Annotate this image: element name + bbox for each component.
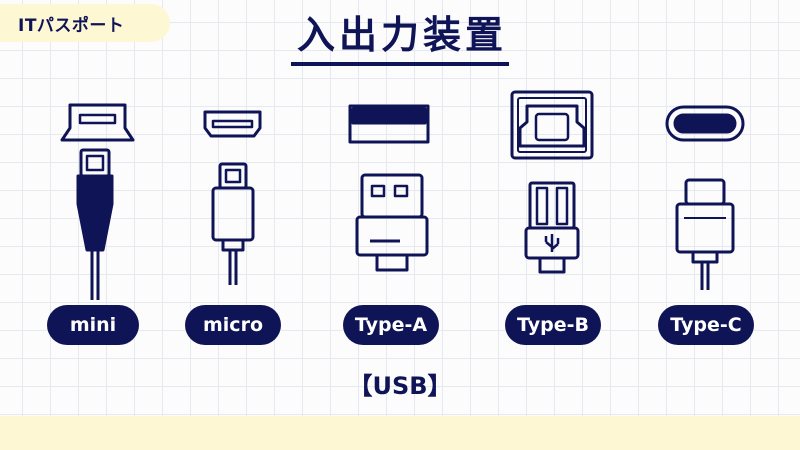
label-usb-mini-text: mini bbox=[69, 314, 117, 336]
usb-type-b-connector-icon bbox=[510, 90, 594, 274]
label-usb-micro: micro bbox=[185, 305, 281, 345]
usb-type-a-connector-icon bbox=[348, 104, 430, 272]
footer-band bbox=[0, 416, 800, 450]
usb-micro-connector-icon bbox=[203, 110, 262, 285]
usb-caption-text: 【USB】 bbox=[348, 372, 452, 400]
label-usb-micro-text: micro bbox=[203, 314, 263, 336]
category-badge: ITパスポート bbox=[0, 4, 170, 42]
label-usb-type-a: Type-A bbox=[343, 305, 439, 345]
label-usb-type-b-text: Type-B bbox=[517, 314, 589, 336]
label-usb-type-a-text: Type-A bbox=[354, 314, 428, 336]
label-usb-type-c: Type-C bbox=[658, 305, 754, 345]
label-usb-type-c-text: Type-C bbox=[670, 314, 742, 336]
page-title-text: 入出力装置 bbox=[290, 13, 509, 66]
label-usb-type-b: Type-B bbox=[505, 305, 601, 345]
usb-mini-connector-icon bbox=[60, 103, 135, 300]
usb-caption: 【USB】 bbox=[0, 366, 800, 401]
usb-type-c-connector-icon bbox=[665, 105, 745, 290]
label-usb-mini: mini bbox=[47, 305, 139, 345]
category-badge-label: ITパスポート bbox=[18, 15, 125, 36]
page-title: 入出力装置 bbox=[0, 13, 800, 66]
